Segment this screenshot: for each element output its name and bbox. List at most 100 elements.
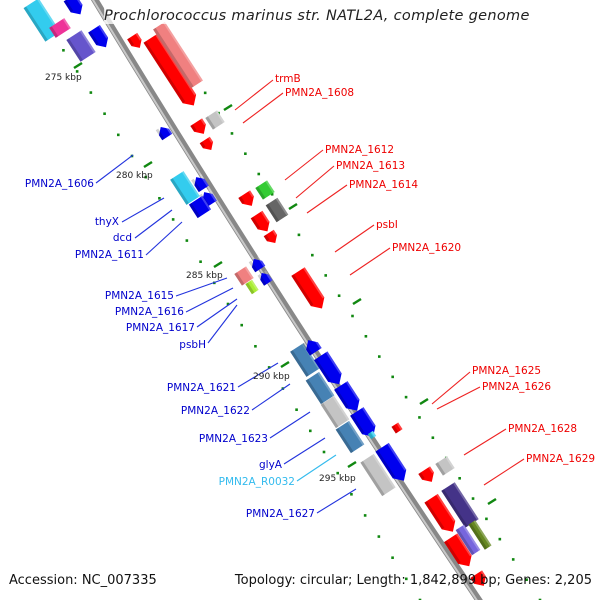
tick-dot-inner (350, 492, 353, 496)
tick-dot-outer (431, 436, 435, 440)
gene-block-1612 (255, 180, 275, 200)
gene-block (88, 24, 109, 48)
gene-label-PMN2A_1612[interactable]: PMN2A_1612 (325, 144, 394, 156)
tick-dot-outer (485, 517, 488, 521)
gene-label-PMN2A_1608[interactable]: PMN2A_1608 (285, 87, 354, 99)
gene-block (391, 422, 403, 434)
gene-label-PMN2A_1620[interactable]: PMN2A_1620 (392, 242, 461, 254)
gene-block (418, 466, 434, 482)
major-tick (73, 61, 83, 70)
gene-label-psbH[interactable]: psbH (179, 339, 206, 351)
gene-block-highlight (436, 493, 456, 522)
gene-block-highlight (260, 210, 270, 223)
gene-label-PMN2A_1626[interactable]: PMN2A_1626 (482, 381, 551, 393)
leader-line-forward (436, 386, 481, 410)
tick-dot-inner (185, 239, 189, 242)
gene-label-trmB[interactable]: trmB (275, 73, 301, 85)
genome-summary-text: Topology: circular; Length: 1,842,899 bp… (234, 573, 592, 588)
gene-label-PMN2A_1622[interactable]: PMN2A_1622 (181, 405, 250, 417)
tick-dot-outer (404, 395, 408, 399)
gene-label-PMN2A_1625[interactable]: PMN2A_1625 (472, 365, 541, 377)
gene-block (63, 0, 83, 15)
leader-line-forward (334, 224, 375, 253)
major-tick (487, 497, 497, 506)
gene-label-thyX[interactable]: thyX (95, 216, 119, 228)
gene-label-PMN2A_1617[interactable]: PMN2A_1617 (126, 322, 195, 334)
gene-label-PMN2A_1621[interactable]: PMN2A_1621 (167, 382, 236, 394)
gene-block (350, 407, 376, 437)
tick-dot-inner (89, 91, 93, 94)
gene-block (305, 371, 335, 405)
gene-block-1615 (234, 266, 254, 286)
gene-block-body (455, 524, 481, 556)
gene-block-shade (391, 425, 399, 434)
tick-dot-outer (270, 192, 274, 196)
tick-dot-outer (458, 476, 461, 480)
gene-label-PMN2A_1615[interactable]: PMN2A_1615 (105, 290, 174, 302)
gene-label-PMN2A_1623[interactable]: PMN2A_1623 (199, 433, 268, 445)
gene-block-body (468, 520, 492, 550)
gene-block-highlight (208, 136, 214, 143)
gene-block-shade (238, 196, 245, 204)
gene-block-body (334, 381, 360, 411)
gene-block-body (320, 395, 350, 429)
gene-label-PMN2A_1627[interactable]: PMN2A_1627 (246, 508, 315, 520)
gene-block-1628-highlight (445, 456, 455, 470)
gene-label-PMN2A_1629[interactable]: PMN2A_1629 (526, 453, 595, 465)
tick-dot-inner (116, 133, 120, 137)
gene-block (468, 520, 492, 550)
gene-label-PMN2A_1628[interactable]: PMN2A_1628 (508, 423, 577, 435)
gene-block (248, 255, 266, 273)
tick-dot-outer (391, 375, 394, 379)
tick-dot-inner (404, 577, 408, 581)
gene-block-1614-shade (265, 203, 280, 223)
gene-label-psbI[interactable]: psbI (376, 219, 398, 231)
gene-label-dcd[interactable]: dcd (113, 232, 132, 244)
tick-dot-inner (75, 70, 79, 73)
leader-line-forward (306, 184, 348, 214)
gene-block (314, 351, 342, 385)
leader-line-reverse (283, 437, 326, 465)
gene-block (66, 30, 96, 62)
gene-label-glyA[interactable]: glyA (259, 459, 283, 471)
leader-line-forward (483, 458, 525, 486)
gene-label-PMN2A_R0032[interactable]: PMN2A_R0032 (219, 476, 295, 488)
gene-block-body (158, 126, 173, 141)
gene-block-body (66, 30, 96, 62)
gene-block-highlight (163, 21, 203, 82)
gene-block-highlight (317, 371, 335, 397)
gene-block-1621-shade (290, 350, 309, 377)
gene-block-thyX-body (170, 171, 200, 205)
gene-block-1621-body (290, 343, 320, 377)
gene-block-trmB-highlight (155, 34, 197, 96)
gene-block-shade (470, 576, 477, 584)
gene-label-PMN2A_1613[interactable]: PMN2A_1613 (336, 160, 405, 172)
genome-backbone (90, 0, 483, 600)
gene-block-shade (49, 26, 59, 38)
gene-block-highlight (248, 190, 254, 198)
gene-block-highlight (455, 533, 472, 557)
tick-dot-outer (418, 416, 421, 419)
tick-dot-inner (336, 471, 340, 475)
leader-line-reverse (196, 298, 238, 328)
leader-line-reverse (316, 488, 357, 514)
gene-block (153, 21, 203, 89)
gene-block-1612-highlight (265, 180, 275, 194)
gene-block (199, 136, 214, 151)
gene-block-1615-highlight (244, 266, 254, 280)
tick-label-290: 290 kbp (253, 372, 290, 382)
tick-dot-outer (297, 233, 301, 237)
gene-block-highlight (199, 173, 209, 187)
gene-label-PMN2A_1616[interactable]: PMN2A_1616 (115, 306, 184, 318)
gene-block-highlight (62, 18, 71, 30)
gene-block-body (444, 533, 472, 567)
gene-label-PMN2A_1606[interactable]: PMN2A_1606 (25, 178, 94, 190)
tick-dot-outer (337, 294, 341, 298)
gene-block-body (190, 118, 206, 134)
gene-block-shade (155, 128, 165, 141)
gene-block (191, 173, 209, 193)
gene-label-PMN2A_1614[interactable]: PMN2A_1614 (349, 179, 418, 191)
gene-label-PMN2A_1611[interactable]: PMN2A_1611 (75, 249, 144, 261)
tick-dot-outer (538, 598, 542, 600)
tick-dot-outer (511, 558, 515, 561)
